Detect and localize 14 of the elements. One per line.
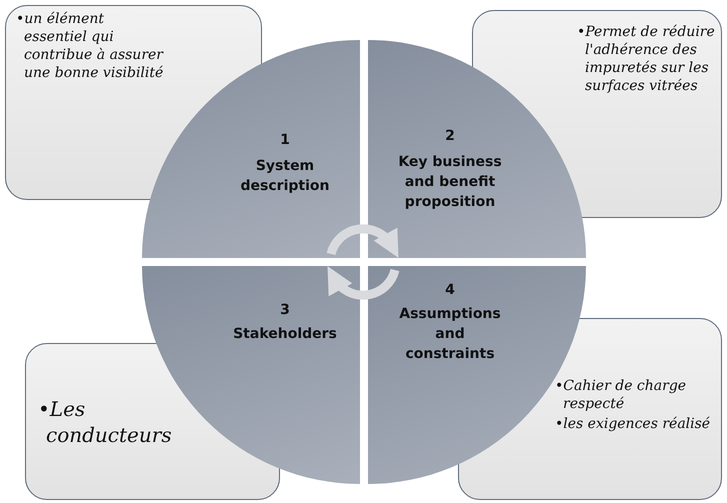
step-number: 1 [279,131,291,150]
bullet-text: •Permet de réduire l'adhérence des impuretés sur les surfaces vitrées [577,23,716,95]
step-title: Assumptions and constraints [398,305,502,364]
cycle-arrow [326,224,400,258]
step-number: 2 [444,127,456,146]
step-number: 3 [279,301,291,320]
step-title: Stakeholders [232,325,338,344]
bullet-text: •Cahier de charge respecté [555,377,688,413]
step-title: System description [240,157,330,196]
bullet-text: •un élément essentiel qui contribue à assurer une bonne visibilité [16,10,164,82]
step-number: 4 [444,281,456,300]
bullet-text: •Les conducteurs [38,396,173,448]
bullet-text: •les exigences réalisé [555,415,712,433]
step-title: Key business and benefit proposition [397,153,503,212]
